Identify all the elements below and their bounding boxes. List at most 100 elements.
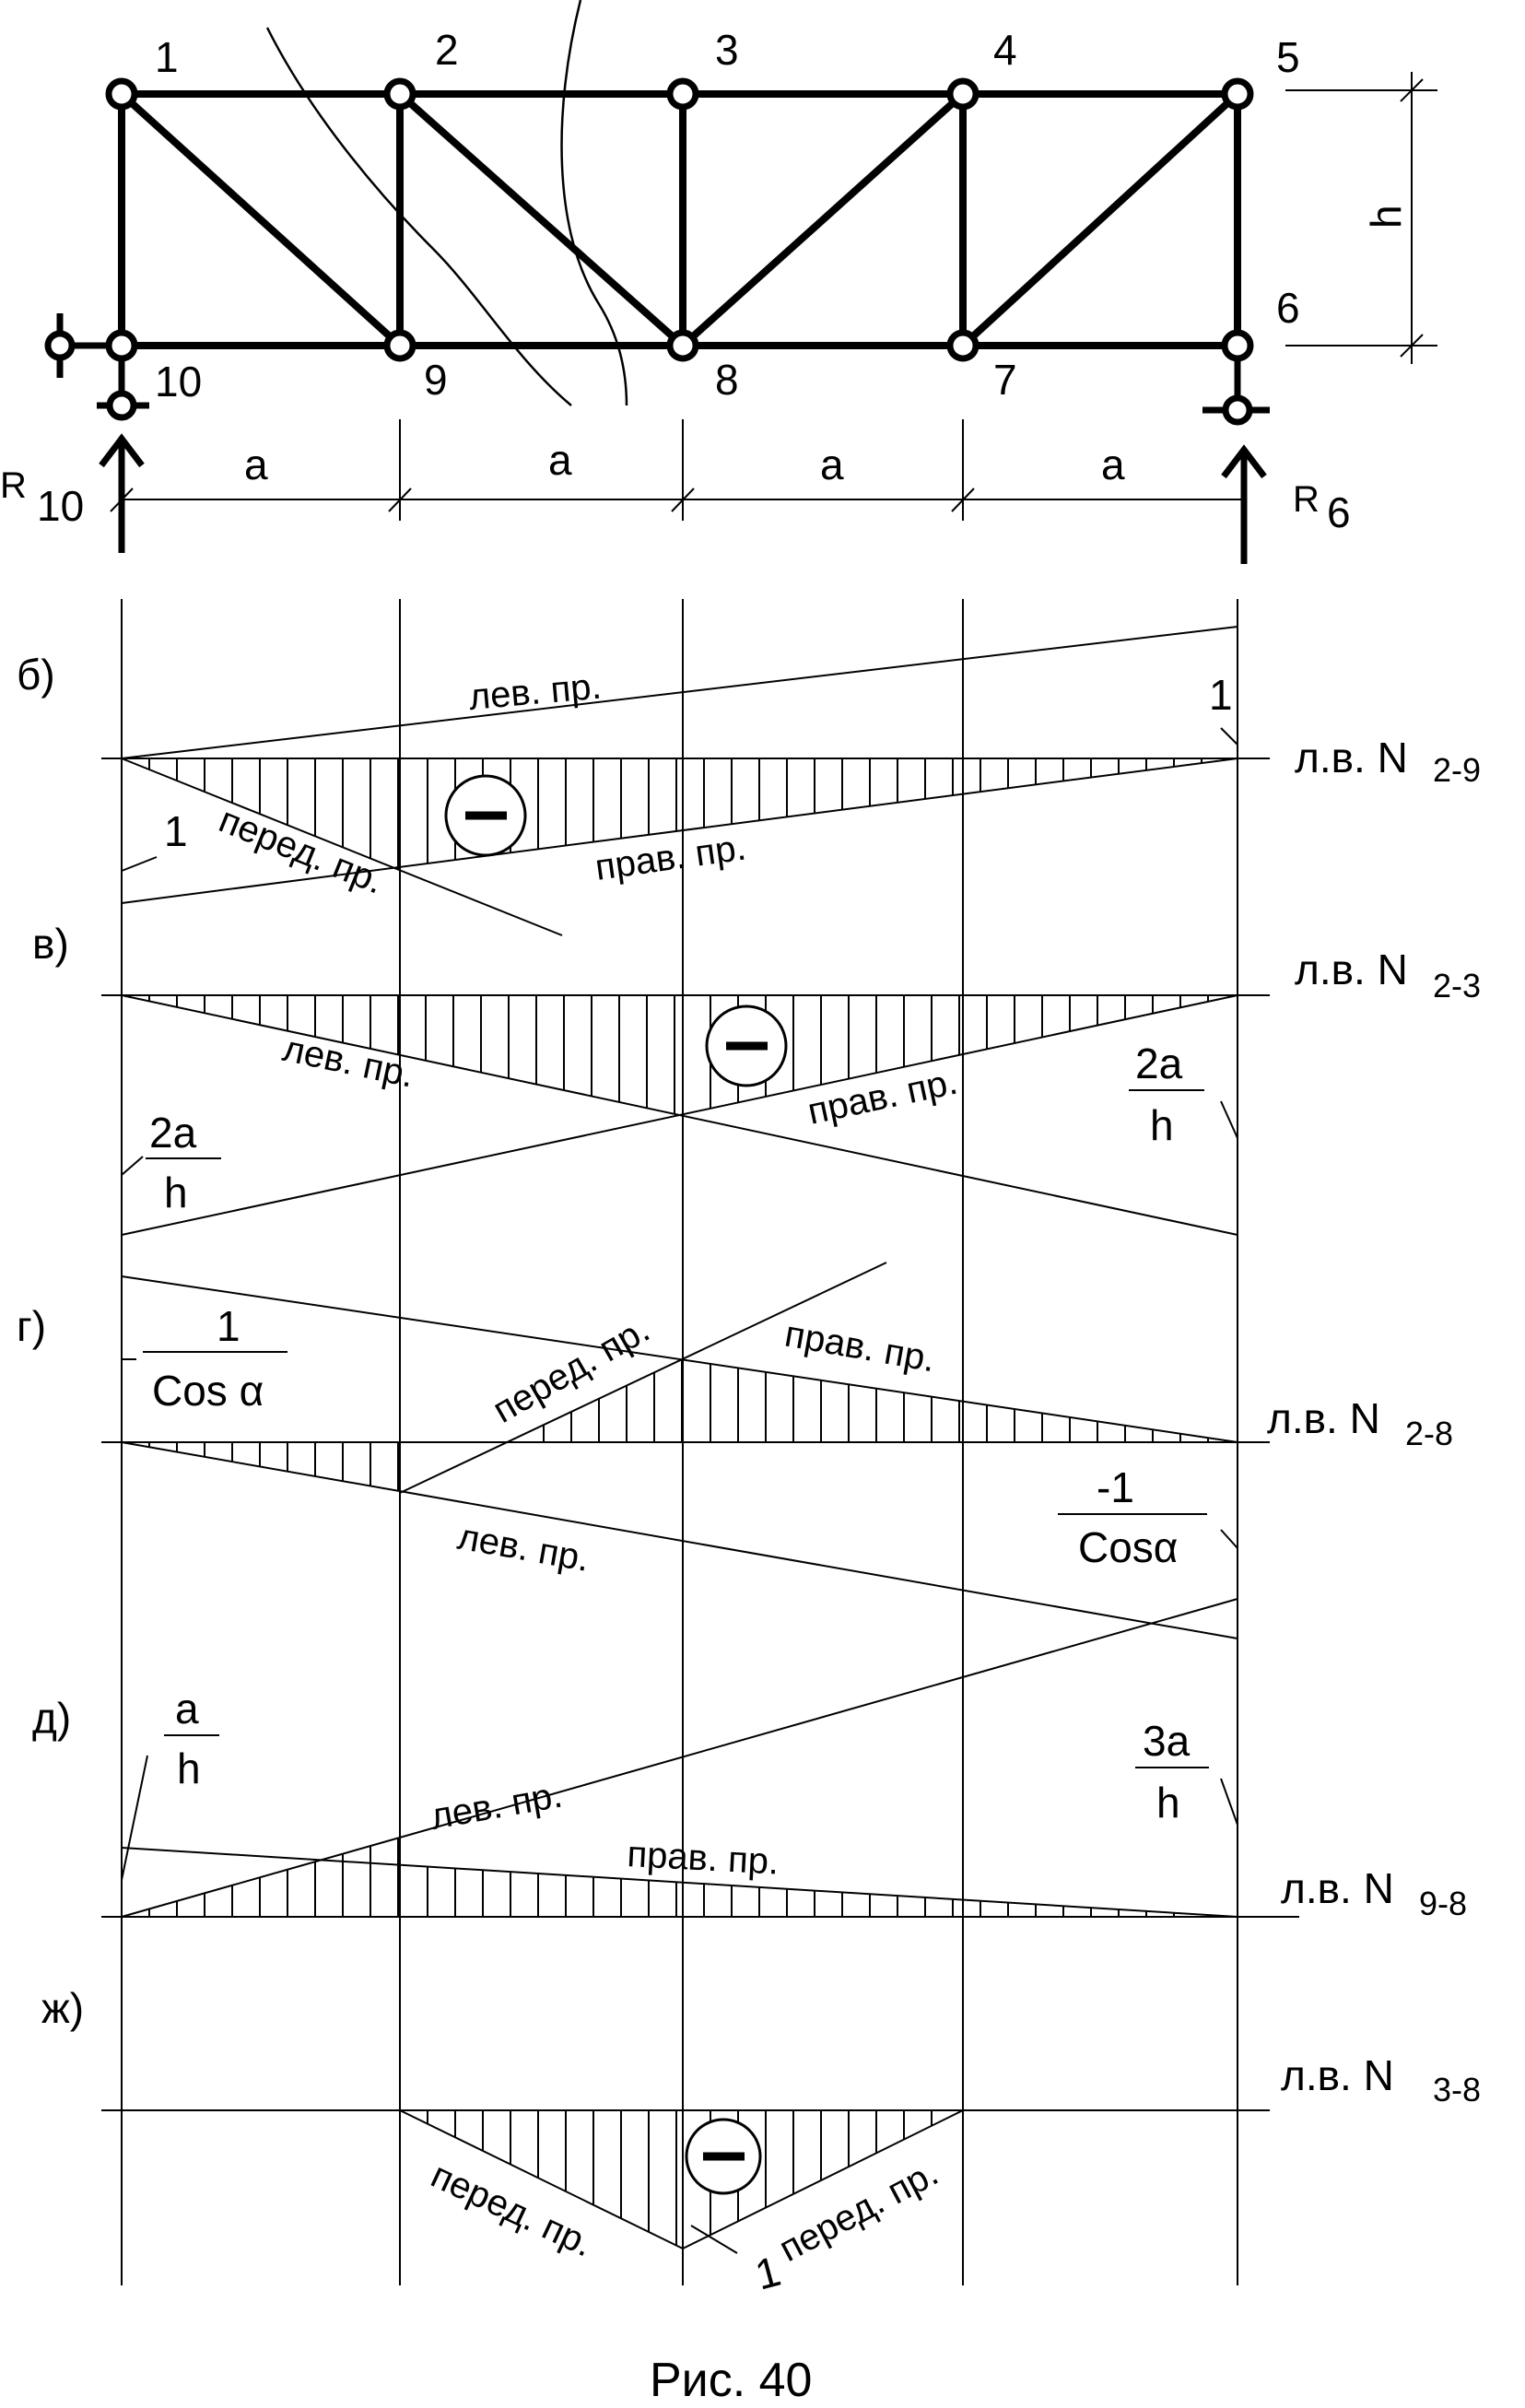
figure-caption: Рис. 40 xyxy=(650,2354,812,2407)
panel-g-transfer-line xyxy=(399,1262,887,1494)
panel-d-left-den: h xyxy=(177,1744,201,1792)
node-label-4: 4 xyxy=(993,26,1017,74)
panel-zh-title-sub: 3-8 xyxy=(1433,2071,1481,2108)
dim-a-label-4: a xyxy=(1101,440,1125,488)
node-label-9: 9 xyxy=(424,356,448,404)
panel-d-right-branch: прав. пр. xyxy=(627,1834,780,1883)
joint-7 xyxy=(946,329,980,362)
panel-v-left-num: 2a xyxy=(149,1109,197,1157)
panel-g-letter: г) xyxy=(17,1302,46,1350)
panel-b-left-branch: лев. пр. xyxy=(467,666,603,718)
panel-d-right-den: h xyxy=(1156,1779,1180,1827)
panel-v-title: л.в. N xyxy=(1295,946,1408,993)
joint-6 xyxy=(1221,329,1254,362)
panel-zh-left-line xyxy=(399,2109,684,2249)
panel-g-title: л.в. N xyxy=(1267,1394,1380,1442)
section-cut-1 xyxy=(265,27,572,406)
panel-v-value-tick-left xyxy=(121,1156,144,1176)
panel-d-letter: д) xyxy=(32,1694,71,1742)
dim-h-label: h xyxy=(1362,205,1410,229)
panel-zh-right-line xyxy=(682,2109,964,2249)
panel-d-right-line xyxy=(121,1847,1238,1918)
reaction-right-sub: 6 xyxy=(1327,488,1351,536)
reaction-right-label: R xyxy=(1293,479,1320,520)
joints xyxy=(105,77,1254,362)
right-support xyxy=(1202,358,1270,426)
panel-b-letter: б) xyxy=(17,651,55,699)
truss-labels: 1 2 3 4 5 6 7 8 9 10 a a a a h R 10 R 6 xyxy=(0,26,1410,536)
node-label-6: 6 xyxy=(1276,284,1300,332)
node-label-3: 3 xyxy=(715,26,739,74)
panel-v-right-den: h xyxy=(1150,1101,1174,1149)
panel-b-left-line xyxy=(121,626,1238,759)
panel-g-right-branch: прав. пр. xyxy=(781,1314,938,1380)
left-support xyxy=(44,313,149,421)
joint-2 xyxy=(383,77,416,111)
panel-zh-transfer-right: перед. пр. xyxy=(773,2153,945,2270)
reaction-left-label: R xyxy=(0,465,27,506)
dim-a-label-3: a xyxy=(820,440,844,488)
panel-b-value-right: 1 xyxy=(1209,671,1233,719)
panel-v-letter: в) xyxy=(32,920,69,968)
panel-v-sign xyxy=(705,1004,788,1087)
reaction-left-sub: 10 xyxy=(37,482,84,530)
panel-zh-transfer-left: перед. пр. xyxy=(425,2155,599,2264)
member-2-8 xyxy=(397,91,686,348)
panel-b-sign xyxy=(444,774,527,857)
panel-d-title-sub: 9-8 xyxy=(1419,1885,1467,1922)
panel-d-left-line xyxy=(121,1598,1238,1918)
panel-zh-sign xyxy=(685,2118,762,2195)
panel-b-value-tick-right xyxy=(1220,727,1238,746)
panel-g-top-num: 1 xyxy=(217,1302,240,1350)
panel-b-right-line xyxy=(121,758,1238,904)
dimension-line-h xyxy=(1285,72,1437,364)
member-4-8 xyxy=(680,91,966,348)
reaction-arrow-right xyxy=(1221,444,1267,564)
member-1-9 xyxy=(119,91,403,348)
influence-line-graphics xyxy=(101,626,1299,2254)
panel-v-value-tick-right xyxy=(1220,1100,1238,1139)
node-label-7: 7 xyxy=(993,356,1017,404)
node-label-2: 2 xyxy=(435,26,459,74)
panel-g-title-sub: 2-8 xyxy=(1405,1415,1453,1452)
panel-v-title-sub: 2-3 xyxy=(1433,967,1481,1004)
panel-b-value-left: 1 xyxy=(164,807,188,855)
panel-d-right-num: 3a xyxy=(1143,1717,1191,1765)
node-label-5: 5 xyxy=(1276,33,1300,81)
panel-b-title: л.в. N xyxy=(1295,734,1408,781)
panel-b-value-tick-left xyxy=(121,856,158,872)
joint-8 xyxy=(666,329,699,362)
panel-g-top-den: Cos α xyxy=(152,1367,264,1415)
dim-a-label-1: a xyxy=(244,440,268,488)
panel-d-value-tick-left xyxy=(121,1755,148,1881)
panel-d-title: л.в. N xyxy=(1281,1864,1394,1912)
node-label-10: 10 xyxy=(155,358,202,405)
panel-v-left-den: h xyxy=(164,1169,188,1216)
truss xyxy=(44,0,1437,564)
panel-d-value-tick-right xyxy=(1220,1778,1238,1826)
joint-3 xyxy=(666,77,699,111)
panel-b-right-branch: прав. пр. xyxy=(592,827,748,887)
dimension-line-a xyxy=(110,419,1244,521)
panel-g-right-line xyxy=(121,1275,1238,1443)
node-label-1: 1 xyxy=(155,33,179,81)
panel-b-transfer: перед. пр. xyxy=(214,800,390,902)
panel-zh-value-tick xyxy=(690,2225,738,2254)
panel-g-value-tick-bottom xyxy=(1220,1529,1238,1549)
panel-v-right-num: 2a xyxy=(1135,1040,1183,1087)
joint-9 xyxy=(383,329,416,362)
joint-1 xyxy=(105,77,138,111)
panel-v: в) л.в. N 2-3 лев. пр. прав. пр. 2a h 2a… xyxy=(32,920,1481,1216)
node-label-8: 8 xyxy=(715,356,739,404)
panel-zh: ж) л.в. N 3-8 перед. пр. перед. пр. 1 xyxy=(41,1984,1481,2299)
joint-5 xyxy=(1221,77,1254,111)
panel-g-bottom-den: Cosα xyxy=(1078,1523,1178,1571)
joint-4 xyxy=(946,77,980,111)
panel-zh-letter: ж) xyxy=(41,1984,84,2032)
panel-b-title-sub: 2-9 xyxy=(1433,751,1481,789)
panel-g-bottom-num: -1 xyxy=(1097,1463,1134,1511)
panel-g-left-line xyxy=(121,1441,1238,1639)
panel-d-left-num: a xyxy=(175,1685,199,1733)
dim-a-label-2: a xyxy=(548,436,572,484)
